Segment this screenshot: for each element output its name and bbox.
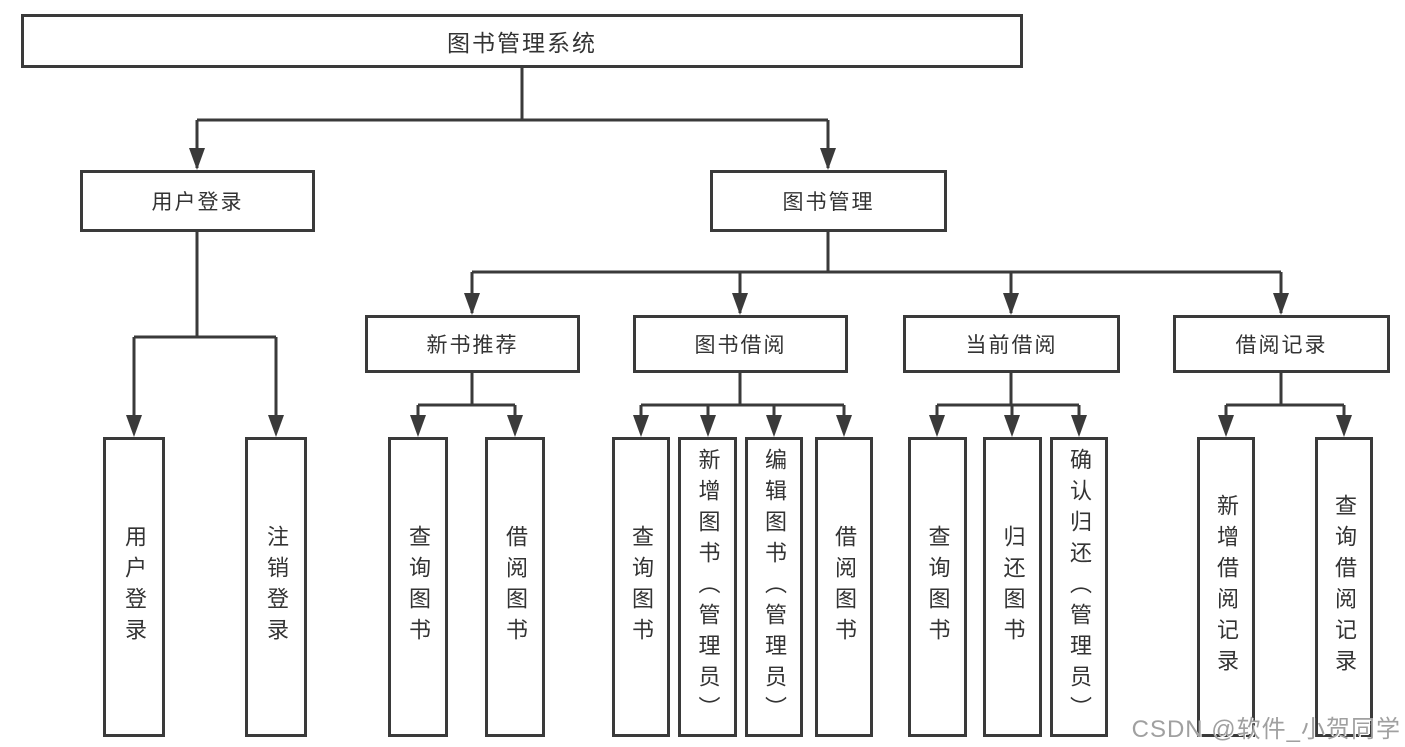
leaf-query-borrow-record: 查询借阅记录 — [1315, 437, 1373, 737]
leaf-return-book: 归还图书 — [983, 437, 1042, 737]
leaf-label: 借阅图书 — [832, 525, 857, 649]
leaf-confirm-return-admin: 确认归还（管理员） — [1050, 437, 1108, 737]
arrowhead-icon — [929, 415, 945, 437]
leaf-edit-book-admin: 编辑图书（管理员） — [745, 437, 803, 737]
leaf-query-book-1: 查询图书 — [388, 437, 448, 737]
leaf-query-book-3: 查询图书 — [908, 437, 967, 737]
leaf-label: 注销登录 — [264, 525, 289, 649]
leaf-label: 新增借阅记录 — [1214, 494, 1239, 680]
leaf-label: 查询借阅记录 — [1332, 494, 1357, 680]
arrowhead-icon — [1071, 415, 1087, 437]
arrowhead-icon — [1004, 415, 1020, 437]
arrowhead-icon — [189, 148, 205, 170]
leaf-query-book-2: 查询图书 — [612, 437, 670, 737]
arrowhead-icon — [126, 415, 142, 437]
node-book-borrow: 图书借阅 — [633, 315, 848, 373]
leaf-label: 确认归还（管理员） — [1067, 447, 1092, 727]
arrowhead-icon — [268, 415, 284, 437]
node-root-library-system: 图书管理系统 — [21, 14, 1023, 68]
node-new-book-recommend: 新书推荐 — [365, 315, 580, 373]
arrowhead-icon — [820, 148, 836, 170]
arrowhead-icon — [633, 415, 649, 437]
leaf-label: 查询图书 — [406, 525, 431, 649]
leaf-label: 借阅图书 — [503, 525, 528, 649]
node-user-login: 用户登录 — [80, 170, 315, 232]
leaf-logout: 注销登录 — [245, 437, 307, 737]
arrowhead-icon — [1003, 293, 1019, 315]
leaf-label: 用户登录 — [122, 525, 147, 649]
csdn-watermark: CSDN @软件_小贺同学 — [1131, 716, 1401, 743]
node-current-borrow: 当前借阅 — [903, 315, 1120, 373]
node-book-management: 图书管理 — [710, 170, 947, 232]
leaf-label: 新增图书（管理员） — [695, 447, 721, 727]
leaf-borrow-book-2: 借阅图书 — [815, 437, 873, 737]
leaf-label: 编辑图书（管理员） — [762, 447, 787, 727]
arrowhead-icon — [507, 415, 523, 437]
arrowhead-icon — [1218, 415, 1234, 437]
leaf-borrow-book-1: 借阅图书 — [485, 437, 545, 737]
arrowhead-icon — [700, 415, 716, 437]
leaf-add-book-admin: 新增图书（管理员） — [678, 437, 737, 737]
leaf-label: 归还图书 — [1000, 525, 1026, 649]
arrowhead-icon — [766, 415, 782, 437]
arrowhead-icon — [410, 415, 426, 437]
node-borrow-records: 借阅记录 — [1173, 315, 1390, 373]
arrowhead-icon — [1273, 293, 1289, 315]
arrowhead-icon — [732, 293, 748, 315]
arrowhead-icon — [836, 415, 852, 437]
leaf-user-login: 用户登录 — [103, 437, 165, 737]
leaf-label: 查询图书 — [629, 525, 654, 649]
leaf-add-borrow-record: 新增借阅记录 — [1197, 437, 1255, 737]
leaf-label: 查询图书 — [925, 525, 951, 649]
arrowhead-icon — [1336, 415, 1352, 437]
arrowhead-icon — [464, 293, 480, 315]
